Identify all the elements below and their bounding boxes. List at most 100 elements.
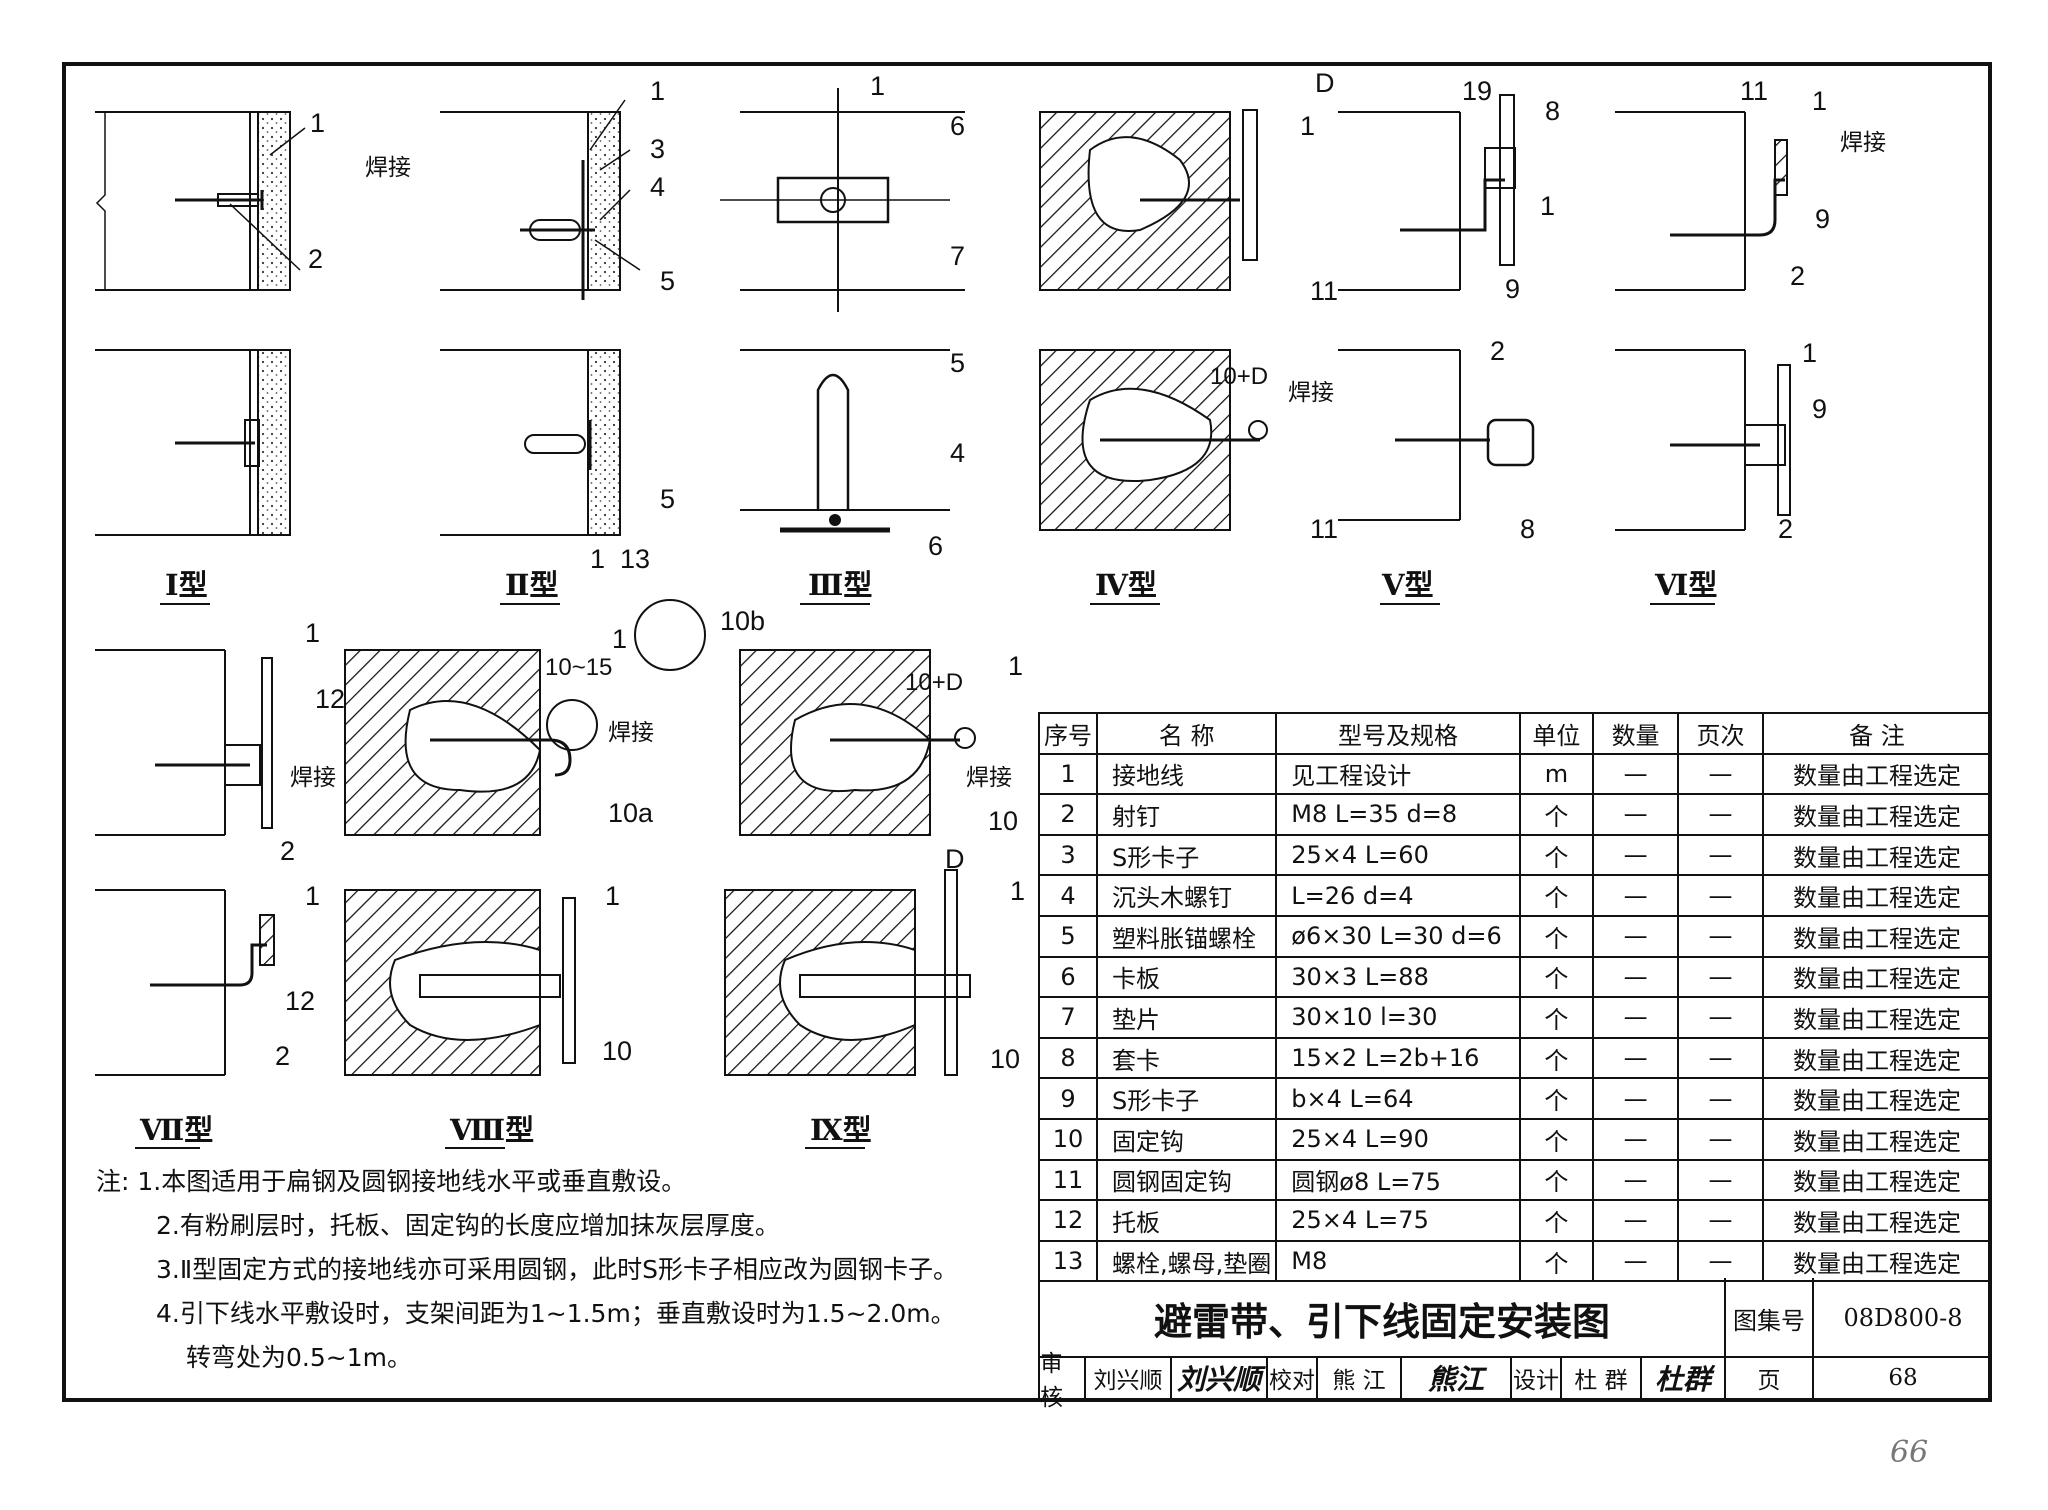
page-ref: — xyxy=(1677,996,1764,1039)
dim-10-15: 10~15 xyxy=(545,654,612,681)
spec: M8 xyxy=(1275,1239,1521,1283)
weld-label: 焊接 xyxy=(1840,130,1886,156)
quantity: — xyxy=(1592,752,1680,796)
col-header: 序号 xyxy=(1038,712,1098,755)
page-ref: — xyxy=(1677,1239,1764,1283)
notes: 注: 1.本图适用于扁钢及圆钢接地线水平或垂直敷设。 2.有粉刷层时，托板、固定… xyxy=(96,1160,958,1380)
callout-10: 10 xyxy=(988,806,1018,836)
quantity: — xyxy=(1592,996,1680,1039)
remark: 数量由工程选定 xyxy=(1761,1199,1993,1242)
unit: 个 xyxy=(1518,955,1595,999)
callout-5: 5 xyxy=(660,484,675,514)
quantity: — xyxy=(1592,1117,1680,1161)
weld-label: 焊接 xyxy=(1288,380,1334,406)
part-name: 固定钩 xyxy=(1095,1117,1278,1161)
type-8-bottom xyxy=(344,889,576,1076)
page-ref: — xyxy=(1677,874,1764,917)
part-name: 垫片 xyxy=(1095,996,1278,1039)
table-header-row: 序号 名 称 型号及规格 单位 数量 页次 备 注 xyxy=(1038,712,1993,755)
type-1-bottom xyxy=(95,349,291,536)
quantity: — xyxy=(1592,1239,1680,1283)
callout-10: 10 xyxy=(602,1036,632,1066)
callout-1: 1 xyxy=(1008,651,1023,681)
type-8-label: Ⅷ型 xyxy=(449,1113,534,1147)
part-name: 卡板 xyxy=(1095,955,1278,999)
col-header: 型号及规格 xyxy=(1275,712,1521,755)
spec: 25×4 L=60 xyxy=(1275,833,1521,877)
type-2-label: Ⅱ型 xyxy=(505,568,558,602)
review-label: 审核 xyxy=(1040,1351,1063,1411)
part-name: 射钉 xyxy=(1095,793,1278,836)
part-name: 沉头木螺钉 xyxy=(1095,874,1278,917)
page-ref: — xyxy=(1677,955,1764,999)
callout-10: 10 xyxy=(990,1044,1020,1074)
page-ref: — xyxy=(1677,914,1764,958)
callout-9: 9 xyxy=(1815,204,1830,234)
page-ref: — xyxy=(1677,752,1764,796)
type-2-bottom xyxy=(440,349,621,536)
col-header: 备 注 xyxy=(1761,712,1993,755)
quantity: — xyxy=(1592,955,1680,999)
unit: 个 xyxy=(1518,793,1595,836)
page-corner-number: 66 xyxy=(1890,1435,1928,1470)
type-4-top xyxy=(1039,109,1258,291)
page-number: 68 xyxy=(1812,1358,1992,1398)
row-no: 2 xyxy=(1038,793,1098,836)
weld-label: 焊接 xyxy=(290,765,336,791)
callout-1: 1 xyxy=(870,71,885,101)
row-no: 10 xyxy=(1038,1117,1098,1161)
callout-10b: 10b xyxy=(720,606,765,636)
signature-row: 审核 刘兴顺 刘兴顺 校对 熊 江 熊江 设计 杜 群 杜群 页 68 xyxy=(1038,1351,1992,1411)
unit: 个 xyxy=(1518,1117,1595,1161)
designer-signature: 杜群 xyxy=(1640,1358,1724,1398)
callout-1: 1 xyxy=(612,624,627,654)
callout-1: 1 xyxy=(1300,111,1315,141)
callout-1: 1 xyxy=(305,618,320,648)
unit: 个 xyxy=(1518,1239,1595,1283)
reviewer-signature: 刘兴顺 xyxy=(1170,1358,1266,1398)
note-4-cont: 转弯处为0.5~1m。 xyxy=(186,1343,412,1372)
row-no: 12 xyxy=(1038,1199,1098,1242)
type-7-bottom xyxy=(95,889,275,1076)
callout-11: 11 xyxy=(1310,514,1338,544)
quantity: — xyxy=(1592,874,1680,917)
spec: M8 L=35 d=8 xyxy=(1275,793,1521,836)
dim-19: 19 xyxy=(1462,76,1492,106)
unit: 个 xyxy=(1518,1158,1595,1202)
row-no: 5 xyxy=(1038,914,1098,958)
callout-1: 1 xyxy=(605,881,620,911)
callout-8: 8 xyxy=(1545,96,1560,126)
page-ref: — xyxy=(1677,1199,1764,1242)
callout-11: 11 xyxy=(1310,276,1338,306)
row-no: 13 xyxy=(1038,1239,1098,1283)
reviewer-name: 刘兴顺 xyxy=(1084,1358,1170,1398)
callout-2: 2 xyxy=(275,1041,290,1071)
remark: 数量由工程选定 xyxy=(1761,1158,1993,1202)
remark: 数量由工程选定 xyxy=(1761,996,1993,1039)
callout-4: 4 xyxy=(650,172,665,202)
callout-1: 1 xyxy=(310,108,325,138)
callout-4: 4 xyxy=(950,438,965,468)
part-name: 圆钢固定钩 xyxy=(1095,1158,1278,1202)
part-name: S形卡子 xyxy=(1095,833,1278,877)
callout-8: 8 xyxy=(1520,514,1535,544)
remark: 数量由工程选定 xyxy=(1761,1117,1993,1161)
weld-label: 焊接 xyxy=(365,155,411,181)
checker-name: 熊 江 xyxy=(1316,1358,1400,1398)
callout-2: 2 xyxy=(280,836,295,866)
dim-11: 11 xyxy=(1740,76,1768,106)
spec: 圆钢ø8 L=75 xyxy=(1275,1158,1521,1202)
part-name: 接地线 xyxy=(1095,752,1278,796)
spec: 见工程设计 xyxy=(1275,752,1521,796)
part-name: 螺栓,螺母,垫圈 xyxy=(1095,1239,1278,1283)
row-no: 1 xyxy=(1038,752,1098,796)
spec: 25×4 L=75 xyxy=(1275,1199,1521,1242)
